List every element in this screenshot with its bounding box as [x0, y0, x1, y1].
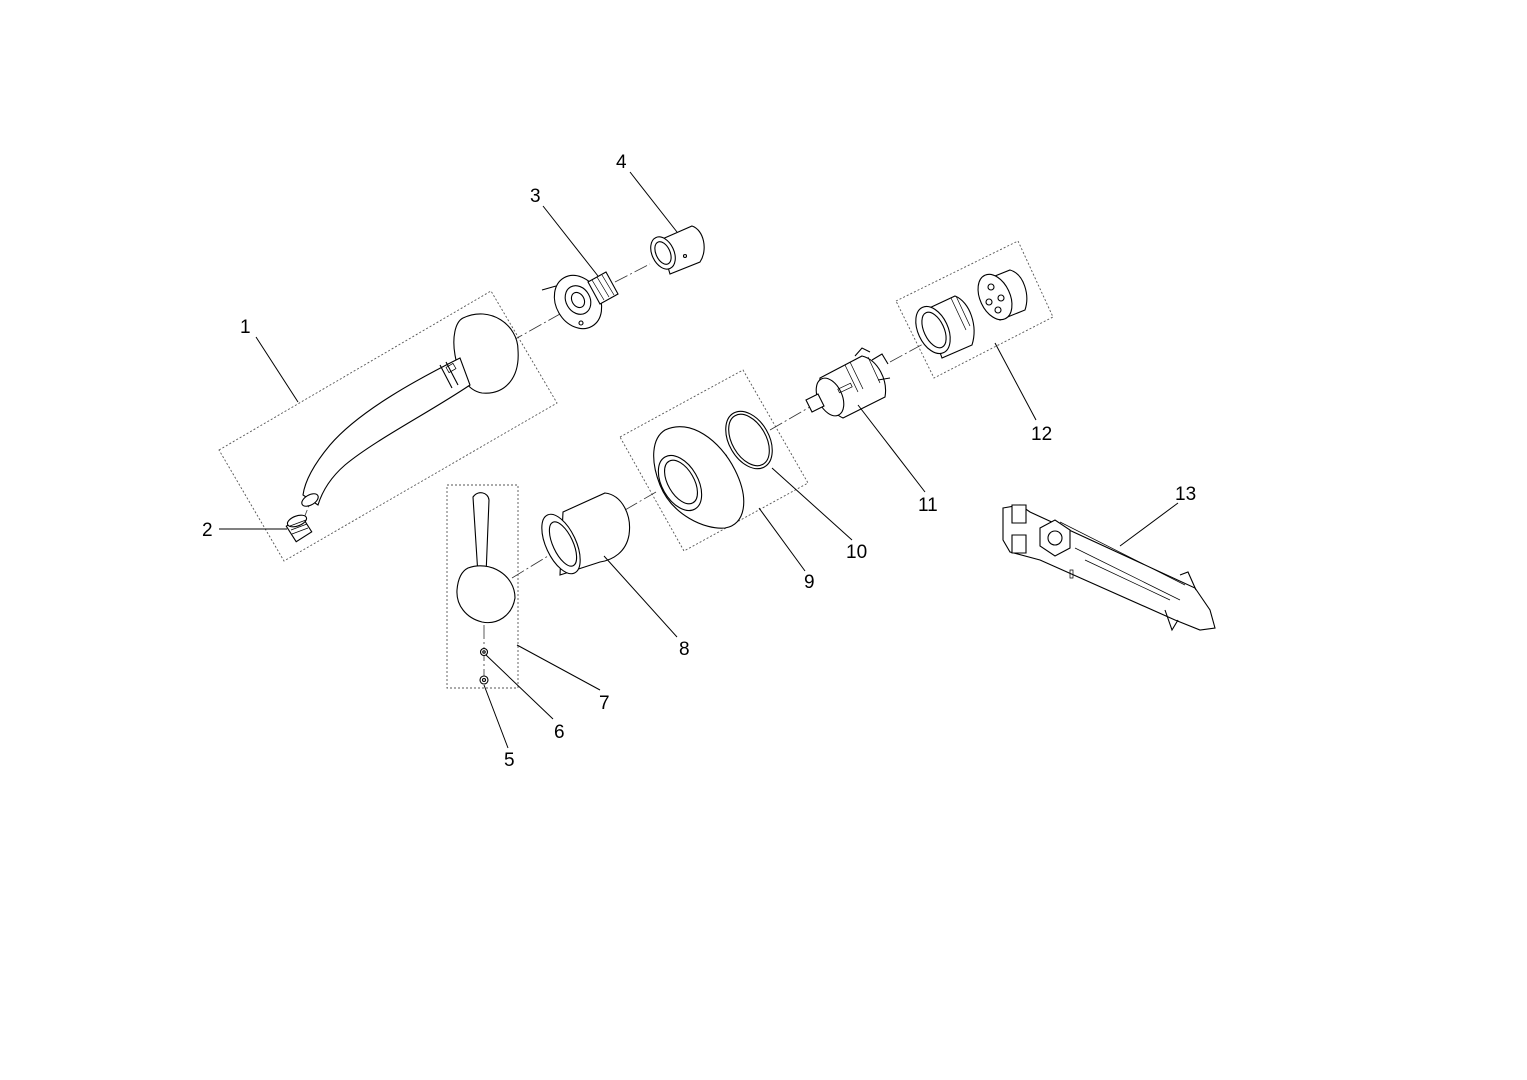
group-frame-escutcheon [619, 369, 809, 552]
axis-sleeve-plate [624, 491, 657, 511]
cover-sleeve-icon [534, 493, 630, 579]
escutcheon-plate-icon [649, 427, 743, 529]
leader-13 [1119, 502, 1179, 547]
axis-handle-sleeve [511, 555, 549, 579]
sleeve-icon [646, 226, 704, 274]
axis-spout-adapter [509, 313, 561, 343]
spout-adapter-icon [542, 267, 618, 337]
leader-3 [542, 205, 599, 277]
service-wrench-icon [1003, 505, 1215, 630]
leader-10 [771, 467, 853, 541]
axis-cartridge-housing [889, 342, 926, 363]
cartridge-housing-icon [909, 269, 1027, 359]
callout-12: 12 [1031, 424, 1052, 445]
leader-1 [255, 336, 299, 403]
callout-2: 2 [202, 520, 213, 541]
washer-icon [481, 649, 488, 656]
group-frame-handle [446, 484, 519, 689]
callout-6: 6 [554, 722, 565, 743]
screw-icon [480, 676, 488, 684]
leader-9 [758, 507, 806, 572]
spout-icon [300, 314, 518, 509]
leader-6 [485, 654, 554, 720]
callout-8: 8 [679, 639, 690, 660]
callout-11: 11 [918, 495, 938, 516]
callout-13: 13 [1175, 484, 1196, 505]
cartridge-icon [806, 348, 890, 420]
callout-9: 9 [804, 572, 815, 593]
callout-7: 7 [599, 693, 610, 714]
leader-4 [629, 171, 678, 233]
callout-1: 1 [240, 317, 251, 338]
callout-4: 4 [616, 152, 627, 173]
leader-8 [603, 555, 678, 638]
callout-5: 5 [504, 750, 515, 771]
aerator-icon [285, 513, 313, 543]
axis-oring-cartridge [769, 403, 816, 431]
leader-12 [994, 342, 1037, 421]
o-ring-icon [716, 403, 782, 477]
group-frame-housing [895, 240, 1054, 379]
callout-10: 10 [846, 542, 867, 563]
leader-7 [516, 644, 601, 691]
group-frame-spout [218, 290, 558, 562]
axis-adapter-sleeve [614, 263, 651, 283]
lever-handle-icon [457, 493, 515, 623]
leader-5 [483, 684, 509, 749]
leader-11 [857, 404, 926, 493]
callout-3: 3 [530, 186, 541, 207]
